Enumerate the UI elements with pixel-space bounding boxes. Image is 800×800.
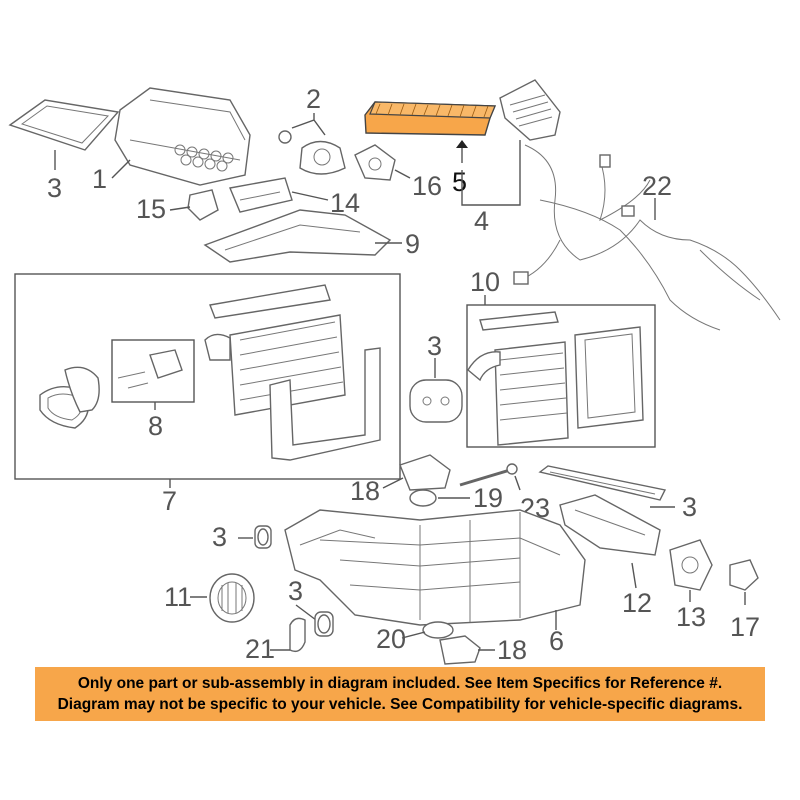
part-19-grommet	[409, 489, 437, 507]
disclaimer-banner: Only one part or sub-assembly in diagram…	[35, 667, 765, 721]
part-16-actuator	[354, 144, 396, 181]
callout-13: 13	[676, 602, 706, 632]
part-3-seal-frame	[8, 99, 120, 151]
part-7-seals	[39, 366, 100, 429]
part-2-actuator	[278, 130, 346, 175]
part-15-clip	[187, 189, 219, 221]
callout-3-top-left: 3	[47, 173, 62, 203]
part-3-seal-strip	[538, 465, 667, 501]
callout-3-right: 3	[682, 492, 697, 522]
leader-2	[291, 113, 326, 136]
part-6-hvac-case	[284, 509, 586, 626]
callout-1: 1	[92, 164, 107, 194]
part-9-duct	[203, 209, 392, 263]
callout-22: 22	[642, 171, 672, 201]
callout-3-middle: 3	[427, 331, 442, 361]
callout-14: 14	[330, 188, 360, 218]
part-3-bushing-left	[254, 525, 272, 549]
part-8-expansion-valve	[117, 349, 183, 389]
callout-10: 10	[470, 267, 500, 297]
callout-11: 11	[164, 582, 192, 612]
leader-5-arrowhead	[456, 140, 468, 148]
leader-18a	[382, 477, 404, 489]
part-12-duct	[559, 494, 661, 556]
leader-23	[514, 475, 521, 491]
part-20-grommet	[422, 621, 454, 639]
callout-21: 21	[245, 634, 275, 664]
callout-7: 7	[162, 486, 177, 516]
leader-3e	[295, 604, 317, 621]
leader-12	[631, 562, 637, 589]
callout-16: 16	[412, 171, 442, 201]
part-23-screw	[459, 463, 518, 487]
part-1-upper-case	[114, 87, 251, 186]
part-22-wiring-harness	[513, 144, 781, 331]
callout-17: 17	[730, 612, 760, 642]
box-group-8	[111, 339, 195, 403]
part-3-gasket-plate	[409, 379, 463, 423]
callout-18-top: 18	[350, 476, 380, 506]
leader-20	[401, 631, 426, 639]
part-13-actuator	[669, 539, 713, 591]
callout-18-bottom: 18	[497, 635, 527, 665]
disclaimer-line-2: Diagram may not be specific to your vehi…	[57, 696, 743, 713]
box-group-10	[466, 304, 656, 448]
callout-20: 20	[376, 624, 406, 654]
disclaimer-line-1: Only one part or sub-assembly in diagram…	[77, 675, 723, 692]
part-18-sensor-top	[399, 454, 451, 491]
leader-15	[169, 206, 191, 211]
callout-19: 19	[473, 483, 503, 513]
callout-6: 6	[549, 626, 564, 656]
callout-3-lower: 3	[288, 576, 303, 606]
part-21-drain-hose	[289, 617, 306, 653]
leader-14	[291, 191, 329, 201]
callout-12: 12	[622, 588, 652, 618]
part-7-evaporator	[204, 284, 381, 461]
callout-15: 15	[136, 194, 166, 224]
leader-1	[111, 159, 131, 179]
callout-8: 8	[148, 411, 163, 441]
callout-5: 5	[452, 167, 467, 197]
part-18-sensor-bottom	[439, 635, 481, 665]
part-3-bushing-lower	[314, 611, 334, 637]
part-17-sensor	[729, 559, 759, 591]
part-10-heater-core	[467, 311, 644, 446]
callout-3-left: 3	[212, 522, 227, 552]
callout-2: 2	[306, 84, 321, 114]
part-11-blower-motor	[209, 573, 255, 623]
leader-16	[394, 169, 411, 179]
part-14-control-module	[229, 177, 293, 213]
bracket-4	[461, 140, 521, 206]
callout-9: 9	[405, 229, 420, 259]
part-4-filter-door	[499, 79, 561, 141]
box-group-7	[14, 273, 401, 480]
callout-4: 4	[474, 206, 489, 236]
part-5-cabin-air-filter	[364, 101, 497, 136]
